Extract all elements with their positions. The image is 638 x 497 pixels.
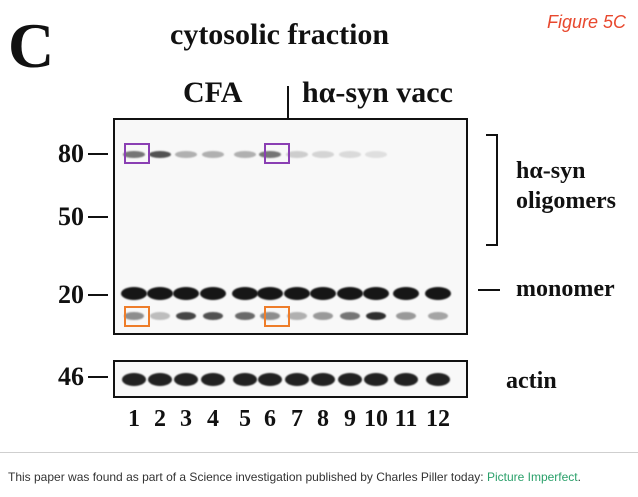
lower-band-lane-10 — [366, 312, 386, 320]
main-blot-panel — [113, 118, 468, 335]
monomer-band-lane-10 — [363, 286, 389, 300]
actin-label: actin — [506, 368, 557, 394]
monomer-band-lane-1 — [121, 286, 147, 300]
monomer-band-lane-12 — [425, 286, 451, 300]
highlight-box-lane6-lower — [264, 306, 290, 327]
monomer-band-lane-5 — [232, 286, 258, 300]
oligomer-band-lane-3 — [175, 150, 197, 158]
monomer-band-lane-6 — [257, 286, 283, 300]
lane-number-7: 7 — [291, 406, 303, 432]
mw-tick-20 — [88, 294, 108, 296]
monomer-band-lane-7 — [284, 286, 310, 300]
actin-band-lane-4 — [201, 372, 225, 386]
panel-letter: C — [8, 10, 54, 81]
monomer-band-lane-8 — [310, 286, 336, 300]
group-label-vacc: hα-syn vacc — [302, 76, 453, 109]
actin-band-lane-1 — [122, 372, 146, 386]
lower-band-lane-7 — [287, 312, 307, 320]
lane-number-10: 10 — [364, 406, 388, 432]
monomer-band-lane-4 — [200, 286, 226, 300]
figure-title: cytosolic fraction — [170, 18, 390, 51]
lower-band-lane-8 — [313, 312, 333, 320]
caption-end: . — [577, 470, 581, 484]
lane-number-1: 1 — [128, 406, 140, 432]
monomer-band-lane-9 — [337, 286, 363, 300]
lane-number-9: 9 — [344, 406, 356, 432]
actin-band-lane-12 — [426, 372, 450, 386]
lane-number-6: 6 — [264, 406, 276, 432]
lower-band-lane-6 — [260, 312, 280, 320]
lane-number-8: 8 — [317, 406, 329, 432]
mw-marker-80: 80 — [58, 139, 84, 168]
oligomer-band-lane-2 — [149, 150, 171, 158]
lane-number-2: 2 — [154, 406, 166, 432]
lower-band-lane-4 — [203, 312, 223, 320]
mw-marker-46: 46 — [58, 362, 84, 391]
lower-band-lane-5 — [235, 312, 255, 320]
oligomer-band-lane-6 — [259, 150, 281, 158]
lane-number-4: 4 — [207, 406, 219, 432]
lower-band-lane-11 — [396, 312, 416, 320]
actin-band-lane-8 — [311, 372, 335, 386]
lane-number-11: 11 — [394, 406, 418, 432]
caption-text: This paper was found as part of a Scienc… — [8, 470, 487, 484]
actin-blot-panel — [113, 360, 468, 398]
lower-band-lane-1 — [124, 312, 144, 320]
highlight-box-lane1-oligomer — [124, 143, 150, 164]
highlight-box-lane1-lower — [124, 306, 150, 327]
monomer-pointer — [478, 289, 500, 291]
lower-band-lane-2 — [150, 312, 170, 320]
monomer-band-lane-11 — [393, 286, 419, 300]
caption-link[interactable]: Picture Imperfect — [486, 470, 578, 484]
oligomers-label-line1: hα-syn — [516, 158, 586, 184]
caption-divider — [0, 452, 638, 453]
mw-tick-46 — [88, 376, 108, 378]
monomer-label: monomer — [516, 276, 615, 302]
actin-band-lane-5 — [233, 372, 257, 386]
actin-band-lane-10 — [364, 372, 388, 386]
lane-number-12: 12 — [426, 406, 450, 432]
lane-number-3: 3 — [180, 406, 192, 432]
oligomer-band-lane-4 — [202, 150, 224, 158]
mw-marker-50: 50 — [58, 202, 84, 231]
group-divider — [287, 86, 289, 120]
lane-number-5: 5 — [239, 406, 251, 432]
actin-band-lane-7 — [285, 372, 309, 386]
oligomer-band-lane-7 — [286, 150, 308, 158]
highlight-box-lane6-oligomer — [264, 143, 290, 164]
actin-band-lane-3 — [174, 372, 198, 386]
mw-marker-20: 20 — [58, 280, 84, 309]
oligomer-band-lane-10 — [365, 150, 387, 158]
figure-label: Figure 5C — [546, 12, 626, 32]
mw-tick-80 — [88, 153, 108, 155]
actin-band-lane-6 — [258, 372, 282, 386]
lower-band-lane-12 — [428, 312, 448, 320]
actin-band-lane-11 — [394, 372, 418, 386]
lower-band-lane-3 — [176, 312, 196, 320]
lower-band-lane-9 — [340, 312, 360, 320]
caption: This paper was found as part of a Scienc… — [8, 470, 581, 484]
monomer-band-lane-2 — [147, 286, 173, 300]
actin-band-lane-9 — [338, 372, 362, 386]
oligomer-band-lane-9 — [339, 150, 361, 158]
mw-tick-50 — [88, 216, 108, 218]
oligomer-band-lane-8 — [312, 150, 334, 158]
group-label-cfa: CFA — [183, 76, 243, 109]
oligomer-bracket — [486, 134, 498, 246]
oligomer-band-lane-5 — [234, 150, 256, 158]
monomer-band-lane-3 — [173, 286, 199, 300]
actin-band-lane-2 — [148, 372, 172, 386]
oligomers-label-line2: oligomers — [516, 188, 616, 214]
oligomer-band-lane-1 — [123, 150, 145, 158]
